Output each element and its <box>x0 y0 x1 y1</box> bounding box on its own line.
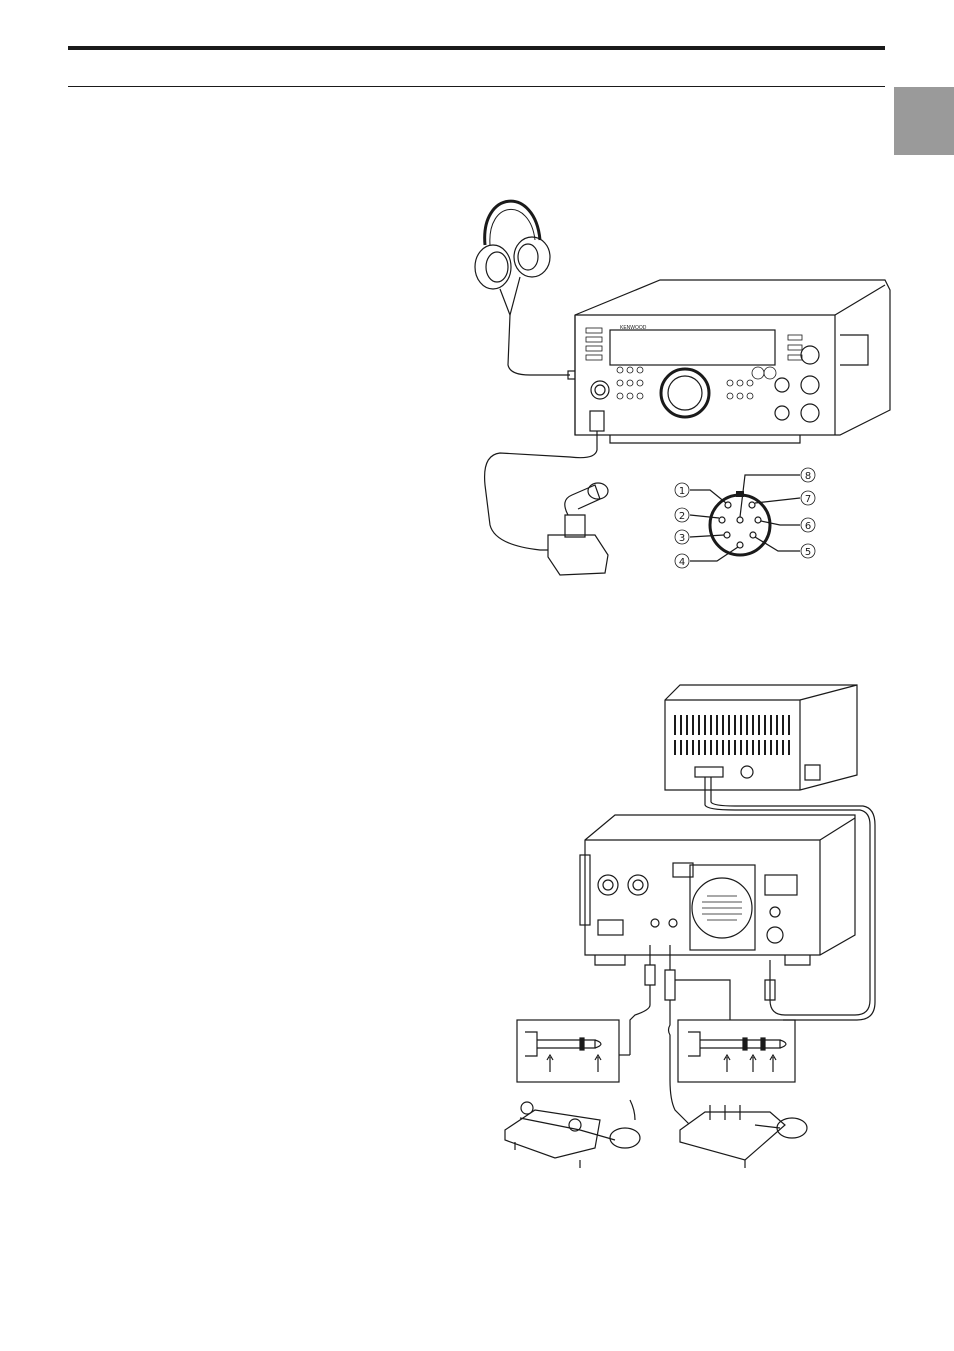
figure-rear-panel-connections <box>495 680 885 1180</box>
pin-7-label: 7 <box>805 494 811 505</box>
pin-4-label: 4 <box>679 557 685 568</box>
figure-front-panel-connections: KENWOOD <box>460 185 900 595</box>
brand-label: KENWOOD <box>620 325 647 331</box>
mic-connector-pinout-diagram <box>690 475 800 561</box>
straight-key-illustration <box>505 1100 640 1168</box>
header-rule-thick <box>68 46 885 50</box>
transceiver-rear-illustration <box>580 815 855 965</box>
stereo-plugs-illustration <box>630 945 775 1125</box>
header-rule-thin <box>68 86 885 87</box>
three-conductor-plug-detail <box>678 1020 795 1082</box>
paddle-key-illustration <box>680 1105 807 1168</box>
transceiver-front-illustration: KENWOOD <box>575 280 890 443</box>
two-conductor-plug-detail <box>517 1020 630 1082</box>
pin-2-label: 2 <box>679 511 685 522</box>
pin-8-label: 8 <box>805 471 811 482</box>
power-supply-illustration <box>665 685 857 790</box>
pin-5-label: 5 <box>805 547 811 558</box>
pin-3-label: 3 <box>679 533 685 544</box>
pin-1-label: 1 <box>679 486 685 497</box>
chapter-tab <box>894 87 954 155</box>
pin-6-label: 6 <box>805 521 811 532</box>
